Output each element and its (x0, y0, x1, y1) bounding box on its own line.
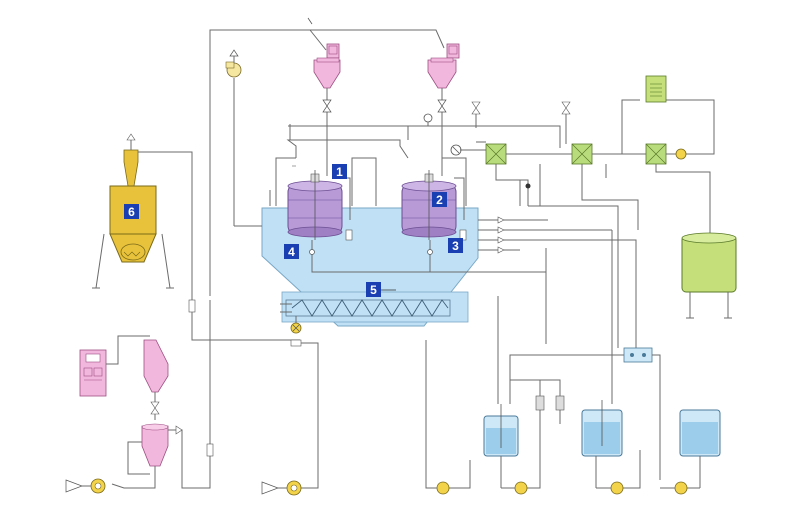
badge-4: 4 (284, 244, 299, 259)
vessel-piping (269, 112, 561, 241)
pump-icon (675, 148, 687, 160)
filter-icon (535, 390, 565, 411)
crystallizer-basin (261, 207, 479, 327)
badge-3: 3 (448, 238, 463, 253)
storage-tank-green (681, 232, 737, 319)
bottom-pumps (425, 340, 700, 495)
badge-5: 5 (366, 282, 381, 297)
product-tank-3 (679, 409, 721, 488)
mill-pipe-riser (206, 300, 214, 457)
pump-icon (514, 481, 528, 495)
exchanger-piping (471, 99, 715, 348)
reactor-vessel-1 (287, 170, 343, 240)
pump-icon (674, 481, 688, 495)
fan-icon (225, 49, 262, 227)
svg-text:4: 4 (288, 245, 295, 259)
badge-2: 2 (432, 192, 447, 207)
feed-pump-left (65, 478, 106, 494)
feed-pump-center (261, 480, 302, 496)
feed-hopper-1 (313, 43, 341, 89)
feed-hopper-2 (427, 43, 460, 89)
pump-icon (610, 481, 624, 495)
svg-text:5: 5 (370, 283, 377, 297)
badge-1: 1 (332, 164, 347, 179)
product-tank-2 (581, 400, 623, 488)
mill-hopper (111, 423, 211, 489)
svg-text:3: 3 (452, 239, 459, 253)
feed-lines (209, 17, 447, 296)
valve-icon (290, 316, 319, 489)
svg-text:6: 6 (128, 205, 135, 219)
badge-6: 6 (124, 204, 139, 219)
pump-icon (436, 481, 450, 495)
riser-pipes (497, 230, 613, 404)
mill-control-panel (79, 335, 150, 397)
cyclone-separator (143, 339, 169, 420)
reactor-vessel-2 (401, 170, 457, 240)
condenser-unit (645, 75, 667, 103)
product-tank-1 (483, 404, 519, 488)
manifold-box (509, 347, 661, 480)
basin-outlet-valves (478, 216, 637, 348)
svg-text:1: 1 (336, 165, 343, 179)
svg-text:2: 2 (436, 193, 443, 207)
